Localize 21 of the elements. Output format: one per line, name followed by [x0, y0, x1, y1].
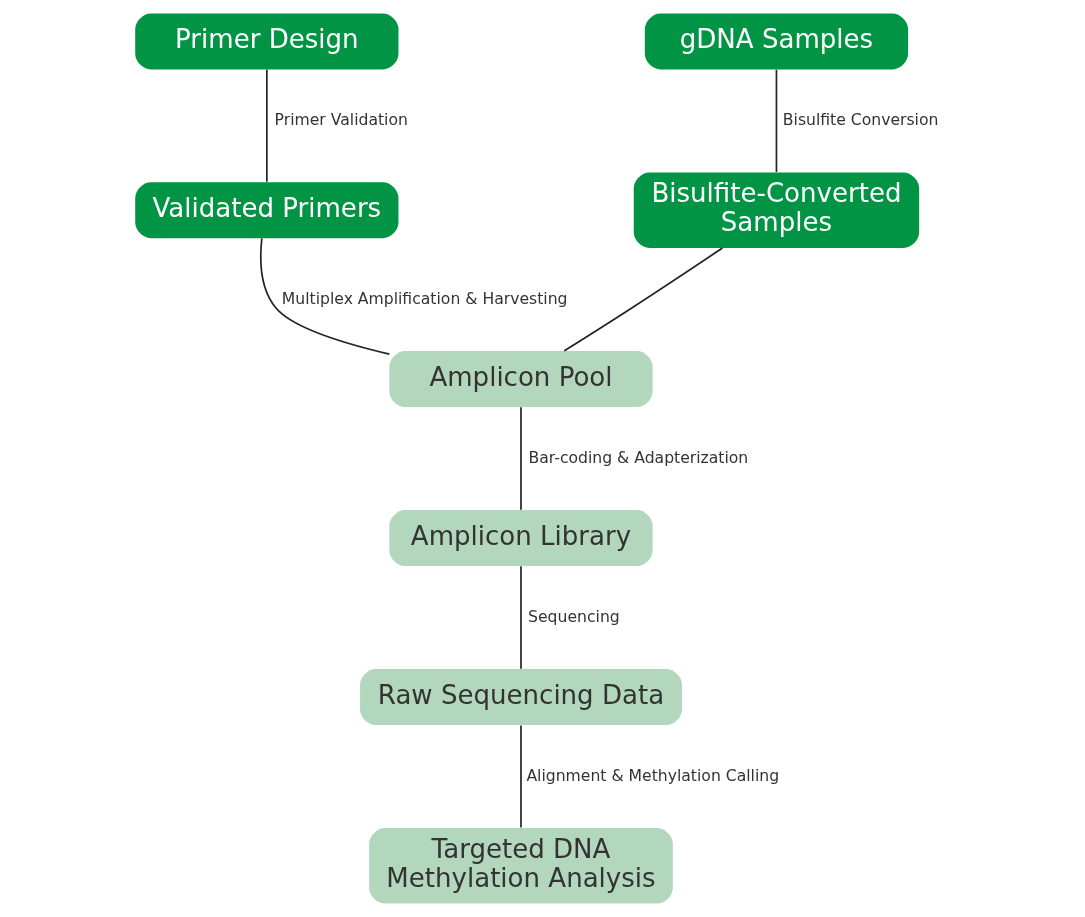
node-box: Amplicon Pool [389, 351, 653, 407]
node-box: Validated Primers [135, 182, 399, 239]
connector [520, 724, 522, 829]
node-box: Targeted DNA Methylation Analysis [369, 828, 673, 904]
edge-label: Primer Validation [274, 109, 408, 129]
node-box: Raw Sequencing Data [360, 669, 682, 726]
node-box: Primer Design [135, 13, 399, 70]
connector [520, 565, 522, 670]
edge-label: Sequencing [528, 606, 620, 626]
edge-label: Bar-coding & Adapterization [528, 447, 749, 467]
connector [775, 68, 778, 173]
connector [259, 237, 391, 355]
edge-label: Bisulfite Conversion [782, 109, 939, 129]
node-box: Bisulfite-Converted Samples [633, 172, 920, 248]
connector [520, 406, 522, 511]
connector [563, 247, 724, 352]
edge-label: Alignment & Methylation Calling [526, 765, 780, 785]
connector [266, 68, 268, 183]
node-box: Amplicon Library [389, 510, 653, 566]
node-box: gDNA Samples [644, 13, 909, 70]
edge-label: Multiplex Amplification & Harvesting [281, 288, 568, 308]
